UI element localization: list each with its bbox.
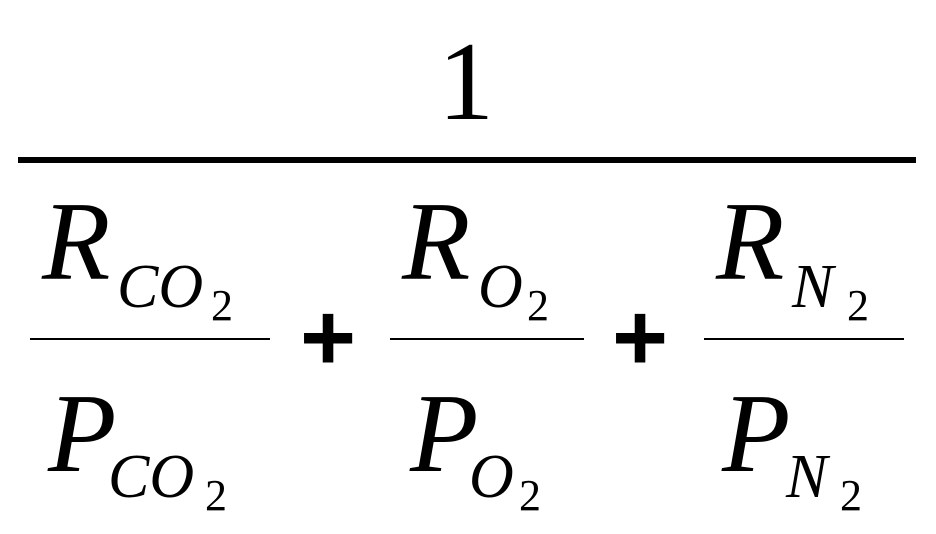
term-3-numerator-subscript-index: 2	[847, 281, 869, 330]
term-1-denominator-symbol: P	[48, 372, 117, 496]
plus-operator-2: +	[612, 284, 669, 391]
term-1-denominator-subscript-index: 2	[205, 471, 227, 520]
term-1-denominator-subscript: CO	[108, 443, 195, 511]
term-1-numerator-symbol: R	[42, 180, 111, 304]
term-2-denominator-subscript-index: 2	[519, 471, 541, 520]
term-3-fraction-bar	[704, 338, 904, 340]
term-3-denominator-symbol: P	[722, 372, 791, 496]
term-2-denominator-symbol: P	[410, 372, 479, 496]
term-3-numerator-symbol: R	[716, 180, 785, 304]
numerator-one: 1	[438, 20, 494, 144]
term-3-denominator-subscript: N	[786, 443, 828, 511]
main-fraction-bar	[18, 157, 916, 163]
plus-operator-1: +	[300, 284, 357, 391]
term-1-numerator-subscript: CO	[117, 253, 204, 321]
term-2-fraction-bar	[390, 338, 584, 340]
term-3-denominator-subscript-index: 2	[840, 471, 862, 520]
term-1-fraction-bar	[30, 338, 270, 340]
term-2-numerator-subscript-index: 2	[527, 281, 549, 330]
term-1-numerator-subscript-index: 2	[211, 281, 233, 330]
term-2-numerator-symbol: R	[402, 180, 471, 304]
term-2-numerator-subscript: O	[478, 253, 523, 321]
term-2-denominator-subscript: O	[469, 443, 514, 511]
term-3-numerator-subscript: N	[792, 253, 834, 321]
